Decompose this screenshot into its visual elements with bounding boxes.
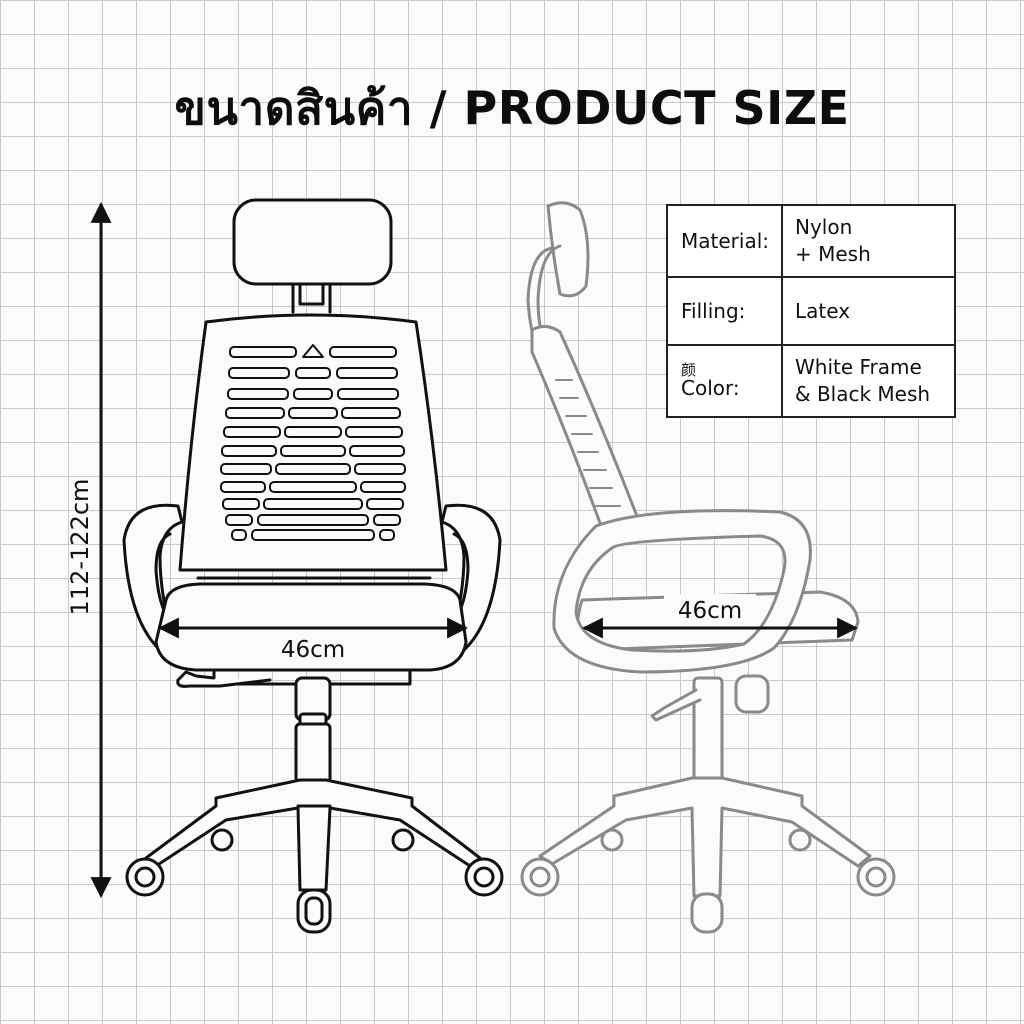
spec-value-line: Latex	[795, 298, 851, 323]
spec-value: Latex	[781, 276, 956, 346]
caster-wheels	[125, 828, 504, 934]
side-mesh-edge	[555, 379, 621, 507]
spec-value-line: & Black Mesh	[795, 382, 931, 406]
side-armrest	[552, 509, 812, 674]
spec-label: Material:	[666, 204, 783, 278]
spec-row-filling: Filling: Latex	[666, 276, 956, 346]
side-caster-wheels	[520, 828, 896, 934]
spec-table: Material: Nylon + Mesh Filling: Latex 颜 …	[666, 204, 956, 418]
adjust-lever	[176, 670, 272, 688]
spec-value-line: White Frame	[795, 355, 922, 379]
star-base	[144, 778, 482, 892]
spec-label: Filling:	[666, 276, 783, 346]
front-width-label: 46cm	[281, 637, 345, 663]
side-tilt-knob	[734, 674, 770, 714]
side-lever	[650, 688, 702, 722]
page-title: ขนาดสินค้า / PRODUCT SIZE	[174, 81, 850, 135]
side-depth-label: 46cm	[678, 598, 742, 624]
spec-label-glyph: 颜	[681, 361, 697, 379]
side-backrest	[530, 325, 642, 536]
side-headrest	[546, 201, 590, 298]
spec-value-line: + Mesh	[795, 242, 871, 266]
spec-label: 颜 Color:	[666, 344, 783, 418]
mesh-slats	[220, 344, 406, 541]
spec-value: Nylon + Mesh	[781, 204, 956, 278]
headrest-post	[291, 282, 332, 314]
side-gas-lift	[692, 676, 724, 782]
spec-value-line: Nylon	[795, 215, 853, 239]
left-armrest-inner	[154, 532, 172, 616]
side-star-base	[538, 776, 872, 898]
spec-label-text: Color:	[681, 376, 740, 400]
gas-lift-cylinder	[294, 722, 332, 784]
headrest	[232, 198, 393, 286]
spec-row-color: 颜 Color: White Frame & Black Mesh	[666, 344, 956, 418]
spec-value: White Frame & Black Mesh	[781, 344, 956, 418]
front-view-chair	[122, 198, 504, 934]
spec-row-material: Material: Nylon + Mesh	[666, 204, 956, 278]
side-view-chair	[520, 201, 896, 934]
